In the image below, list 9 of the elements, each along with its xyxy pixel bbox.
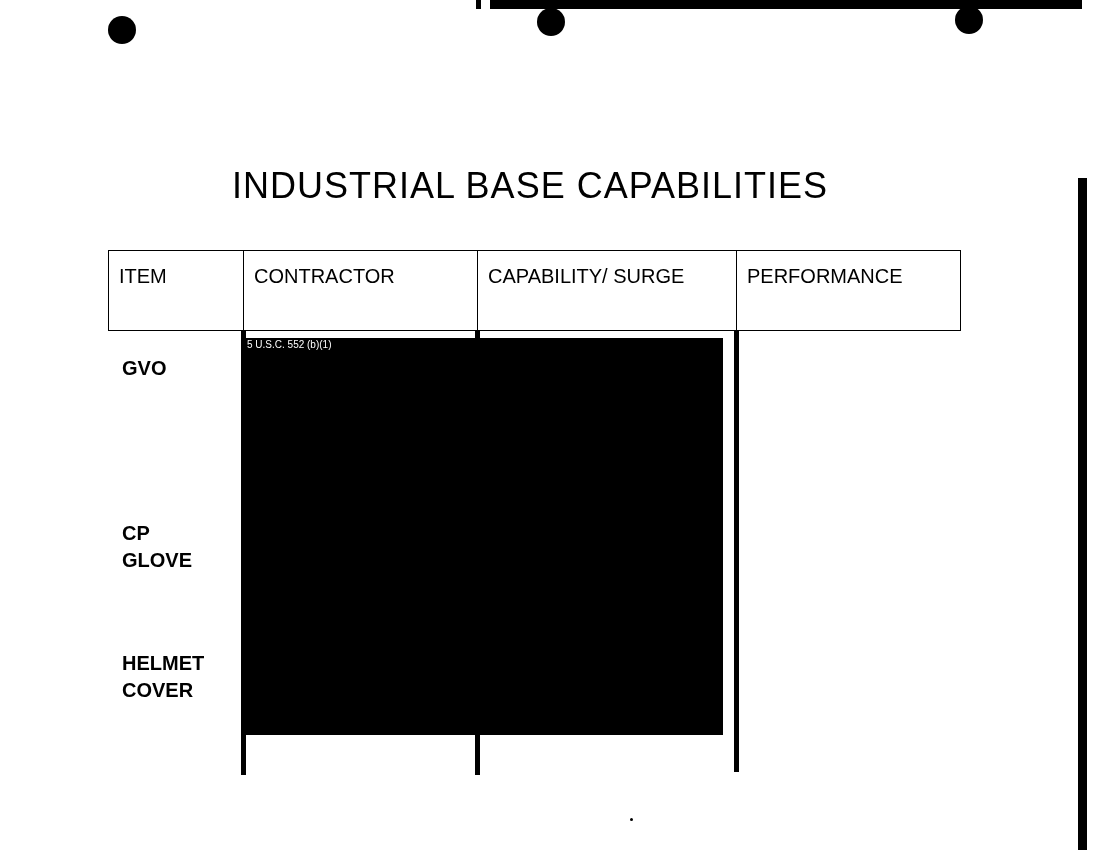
column-header: CONTRACTOR <box>243 250 478 331</box>
row-label: CP GLOVE <box>122 521 193 573</box>
row-label: HELMET COVER <box>122 651 206 703</box>
column-header: ITEM <box>108 250 244 331</box>
redaction-note: 5 U.S.C. 552 (b)(1) <box>247 339 332 351</box>
column-header: PERFORMANCE <box>736 250 961 331</box>
row-label: GVO <box>122 356 168 381</box>
column-header: CAPABILITY/ SURGE <box>477 250 737 331</box>
title: INDUSTRIAL BASE CAPABILITIES <box>230 166 830 206</box>
